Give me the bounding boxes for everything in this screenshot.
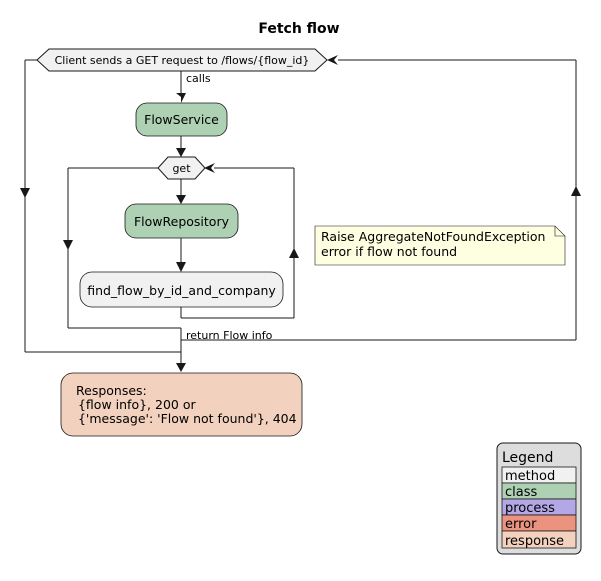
error-note-line-2: error if flow not found — [321, 244, 457, 259]
find-flow-method-label: find_flow_by_id_and_company — [87, 283, 276, 298]
legend-label-response: response — [505, 534, 564, 549]
response-line-3: {'message': 'Flow not found'}, 404 — [74, 411, 297, 426]
inner-condition-hexagon — [157, 156, 206, 180]
error-note-fold — [554, 226, 565, 237]
inner-loop-left-arrow — [63, 240, 73, 250]
inner-loop-right-arrow — [289, 248, 299, 258]
calls-label: calls — [186, 72, 211, 85]
legend-title: Legend — [502, 450, 553, 466]
loop-to-repo-head — [176, 195, 186, 204]
service-to-loop-head — [176, 148, 186, 157]
repeat-exit-label: return Flow info — [186, 329, 273, 342]
error-note — [314, 225, 566, 266]
response-node — [60, 372, 303, 437]
repeat-condition-hexagon — [36, 48, 328, 72]
repo-to-method-head — [176, 262, 186, 272]
legend: Legend method class process error respon… — [496, 442, 582, 555]
response-line-1: Responses: — [76, 383, 147, 398]
outer-loop-right-arrow — [571, 186, 581, 196]
calls-arrow-head — [176, 93, 186, 103]
to-response-head — [176, 363, 186, 372]
legend-label-class: class — [505, 485, 537, 500]
legend-label-method: method — [505, 469, 555, 484]
legend-label-error: error — [505, 517, 537, 532]
outer-loop-top-arrow — [327, 55, 338, 65]
error-note-line-1: Raise AggregateNotFoundException — [321, 229, 545, 244]
repeat-condition-label: Client sends a GET request to /flows/{fl… — [55, 54, 310, 67]
response-line-2: {flow info}, 200 or — [74, 397, 196, 412]
inner-loop-top-arrow — [204, 163, 215, 173]
diagram-title: Fetch flow — [258, 21, 339, 37]
legend-label-process: process — [505, 501, 555, 516]
find-flow-method-node — [79, 271, 284, 308]
inner-condition-label: get — [172, 162, 191, 175]
outer-loop-left-arrow — [20, 188, 30, 198]
legend-swatch-response — [501, 530, 577, 549]
flow-service-label: FlowService — [144, 112, 219, 127]
flow-repository-label: FlowRepository — [134, 214, 230, 229]
